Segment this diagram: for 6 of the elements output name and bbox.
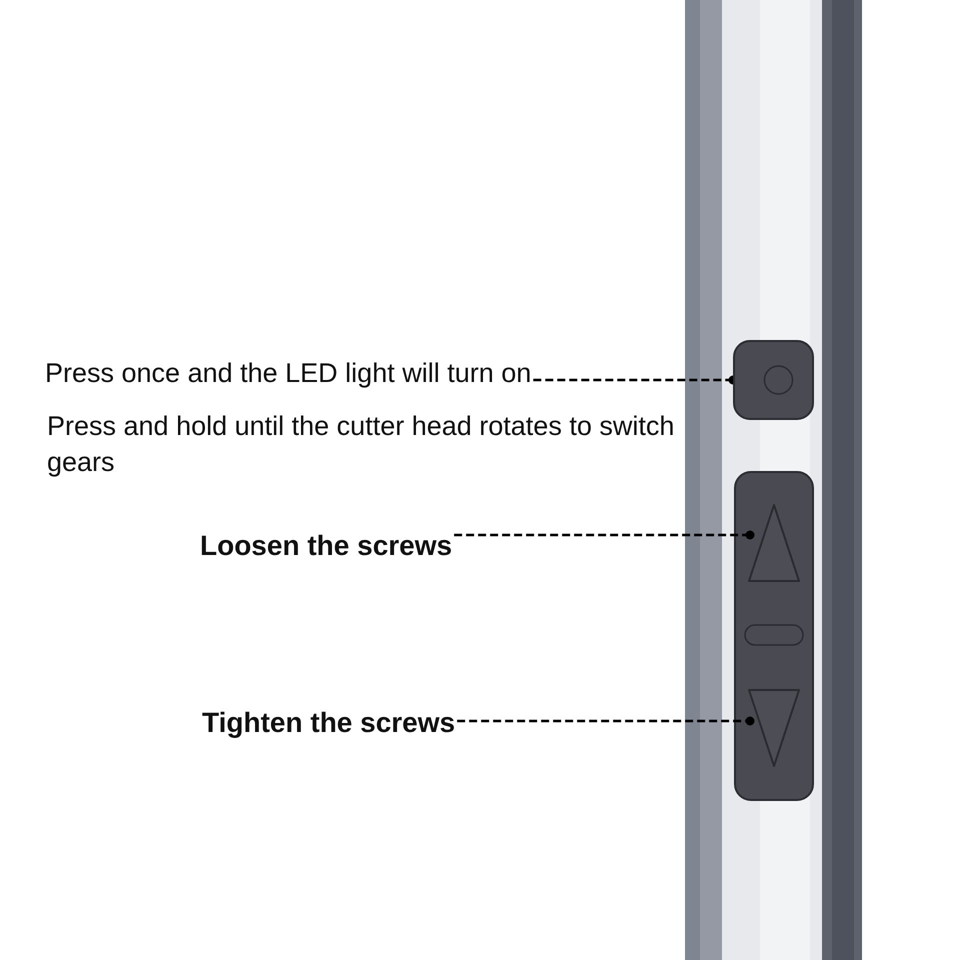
instruction-text: Press and hold until the cutter head rotates to switch gears xyxy=(47,410,676,480)
callout-text: Press once and the LED light will turn on xyxy=(45,358,532,389)
leader-line xyxy=(457,716,754,726)
callout-text: Loosen the screws xyxy=(200,530,452,562)
callout-text: Tighten the screws xyxy=(202,707,456,739)
leader-line xyxy=(454,530,754,540)
